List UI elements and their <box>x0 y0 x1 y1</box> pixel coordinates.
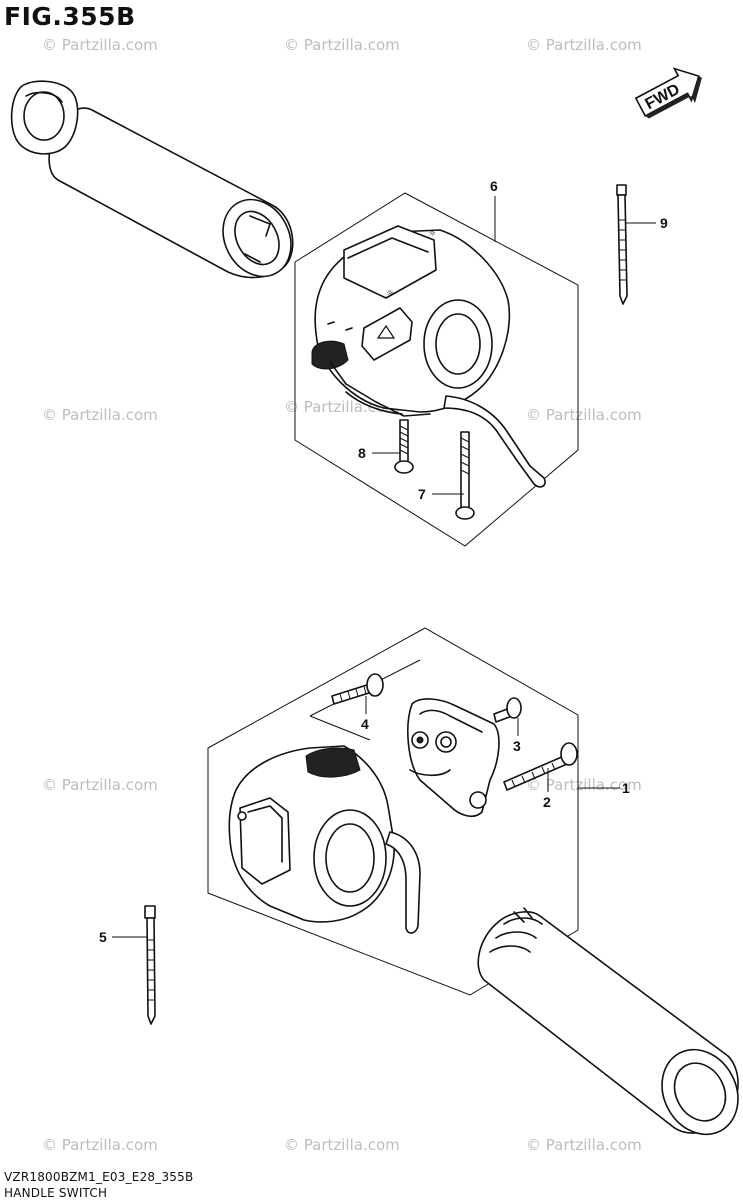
callout-9: 9 <box>626 215 668 231</box>
section-name: HANDLE SWITCH <box>4 1186 108 1200</box>
watermark: © Partzilla.com <box>526 1136 642 1154</box>
callout-4: 4 <box>361 696 369 732</box>
grip-end-weight <box>10 80 79 155</box>
callout-5: 5 <box>99 929 148 945</box>
watermark: © Partzilla.com <box>284 1136 400 1154</box>
callout-7: 7 <box>418 486 464 502</box>
watermark: © Partzilla.com <box>42 406 158 424</box>
watermark: © Partzilla.com <box>526 36 642 54</box>
watermark: © Partzilla.com <box>42 36 158 54</box>
watermark: © Partzilla.com <box>526 406 642 424</box>
callout-6: 6 <box>490 178 498 242</box>
callout-label: 2 <box>543 794 551 810</box>
callout-2: 2 <box>543 768 551 810</box>
screw-4 <box>331 673 384 705</box>
callout-1: 1 <box>578 780 630 796</box>
assembly-frame-1 <box>207 627 579 996</box>
left-grip <box>48 107 294 279</box>
screw-3 <box>493 697 522 723</box>
cable-tie-9 <box>616 184 628 305</box>
callout-label: 6 <box>490 178 498 194</box>
fwd-arrow-icon: FWD <box>634 67 702 119</box>
right-switch-housing <box>228 745 395 923</box>
left-switch-housing: ☼ ☼ <box>311 225 511 417</box>
screw-2 <box>503 742 578 791</box>
svg-text:☼: ☼ <box>386 289 394 299</box>
watermark: © Partzilla.com <box>526 776 642 794</box>
callout-label: 4 <box>361 716 369 732</box>
left-switch-cable <box>443 395 546 488</box>
sub-frame-line <box>309 715 371 741</box>
callout-8: 8 <box>358 445 400 461</box>
watermarks: © Partzilla.com © Partzilla.com © Partzi… <box>42 36 642 1154</box>
throttle-housing-bracket <box>407 698 500 818</box>
callout-label: 9 <box>660 215 668 231</box>
screw-8 <box>394 419 414 474</box>
cable-tie-5 <box>144 905 156 1025</box>
watermark: © Partzilla.com <box>42 776 158 794</box>
callout-label: 5 <box>99 929 107 945</box>
callout-label: 7 <box>418 486 426 502</box>
assembly-frame-6 <box>294 192 579 547</box>
callout-label: 8 <box>358 445 366 461</box>
throttle-grip <box>477 907 739 1136</box>
svg-text:☼: ☼ <box>428 229 436 239</box>
screw-7 <box>455 431 475 520</box>
figure-title: FIG.355B <box>4 2 136 31</box>
model-code: VZR1800BZM1_E03_E28_355B <box>4 1170 194 1184</box>
right-switch-cable <box>385 831 421 934</box>
watermark: © Partzilla.com <box>42 1136 158 1154</box>
callout-label: 1 <box>622 780 630 796</box>
watermark: © Partzilla.com <box>284 36 400 54</box>
callout-label: 3 <box>513 738 521 754</box>
callout-3: 3 <box>513 718 521 754</box>
